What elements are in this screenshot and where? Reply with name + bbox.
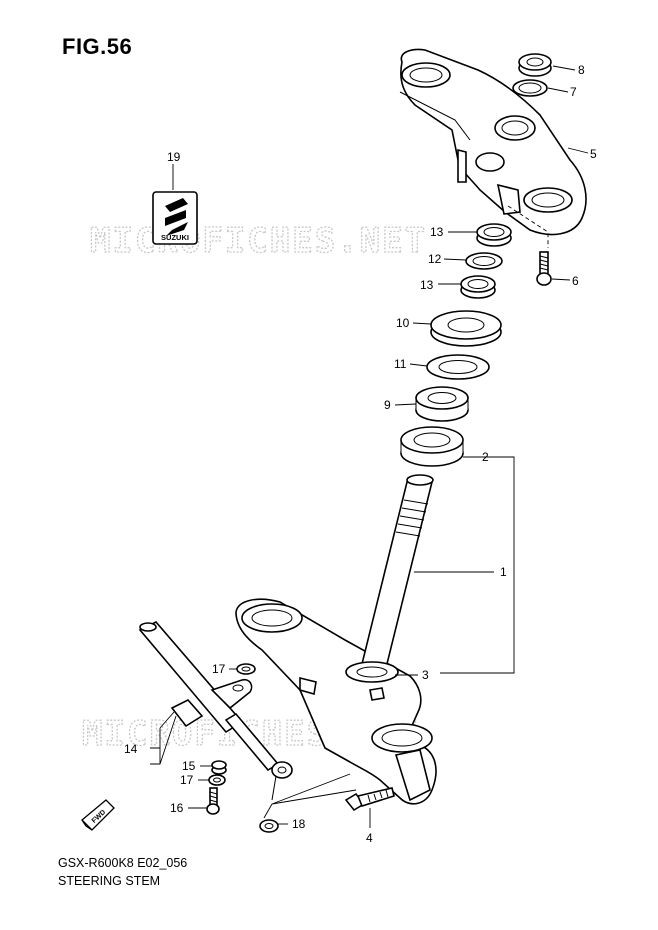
callout-19: 19	[167, 150, 181, 164]
bolt-6-guide	[507, 205, 549, 248]
steering-damper-14	[138, 621, 293, 801]
callout-13-lower: 13	[420, 278, 434, 292]
callout-12: 12	[428, 252, 442, 266]
figure-caption: STEERING STEM	[58, 874, 161, 888]
callout-2: 2	[482, 450, 489, 464]
watermark-upper: MICROFICHES.NET	[90, 221, 427, 261]
suzuki-emblem-19: SUZUKI	[152, 191, 198, 245]
nut-18	[259, 819, 279, 833]
callout-16: 16	[170, 801, 184, 815]
figure-title: FIG.56	[62, 34, 133, 59]
bushing-15	[211, 760, 227, 775]
callout-17-upper: 17	[212, 662, 226, 676]
washer-11	[426, 354, 490, 380]
callout-14: 14	[124, 742, 138, 756]
bearing-9	[415, 386, 469, 422]
lock-nut-13-lower	[460, 275, 496, 299]
callout-9: 9	[384, 398, 391, 412]
callout-11: 11	[394, 357, 407, 371]
model-code: GSX-R600K8 E02_056	[58, 856, 188, 870]
callout-3: 3	[422, 668, 429, 682]
callout-6: 6	[572, 274, 579, 288]
washer-17-upper	[236, 663, 256, 675]
lower-bracket-steering-stem	[235, 474, 437, 805]
lock-nut-13-upper	[476, 223, 512, 247]
callout-18: 18	[292, 817, 306, 831]
leader-lines	[150, 65, 589, 828]
emblem-brand-text: SUZUKI	[161, 233, 189, 242]
callout-7: 7	[570, 85, 577, 99]
callout-10: 10	[396, 316, 410, 330]
callout-17-lower: 17	[180, 773, 194, 787]
upper-bracket	[399, 48, 587, 236]
dust-seal-10	[430, 310, 502, 347]
callout-13-upper: 13	[430, 225, 444, 239]
bolt-6	[536, 251, 552, 286]
callout-4: 4	[366, 831, 373, 845]
callout-15: 15	[182, 759, 196, 773]
washer-12	[465, 252, 503, 270]
bearing-race-2	[400, 426, 464, 467]
callout-8: 8	[578, 63, 585, 77]
bolt-4	[344, 787, 395, 812]
front-direction-marker: FWD	[81, 799, 115, 831]
bolt-16	[206, 787, 220, 815]
nut-8	[518, 53, 552, 77]
callout-1: 1	[500, 565, 507, 579]
washer-7	[512, 79, 548, 97]
callout-5: 5	[590, 147, 597, 161]
callout-labels: 19 8 7 5 6 13 12 13 10 11 9 2 1 3 4 14 1…	[124, 63, 597, 845]
washer-17-lower	[208, 774, 226, 786]
